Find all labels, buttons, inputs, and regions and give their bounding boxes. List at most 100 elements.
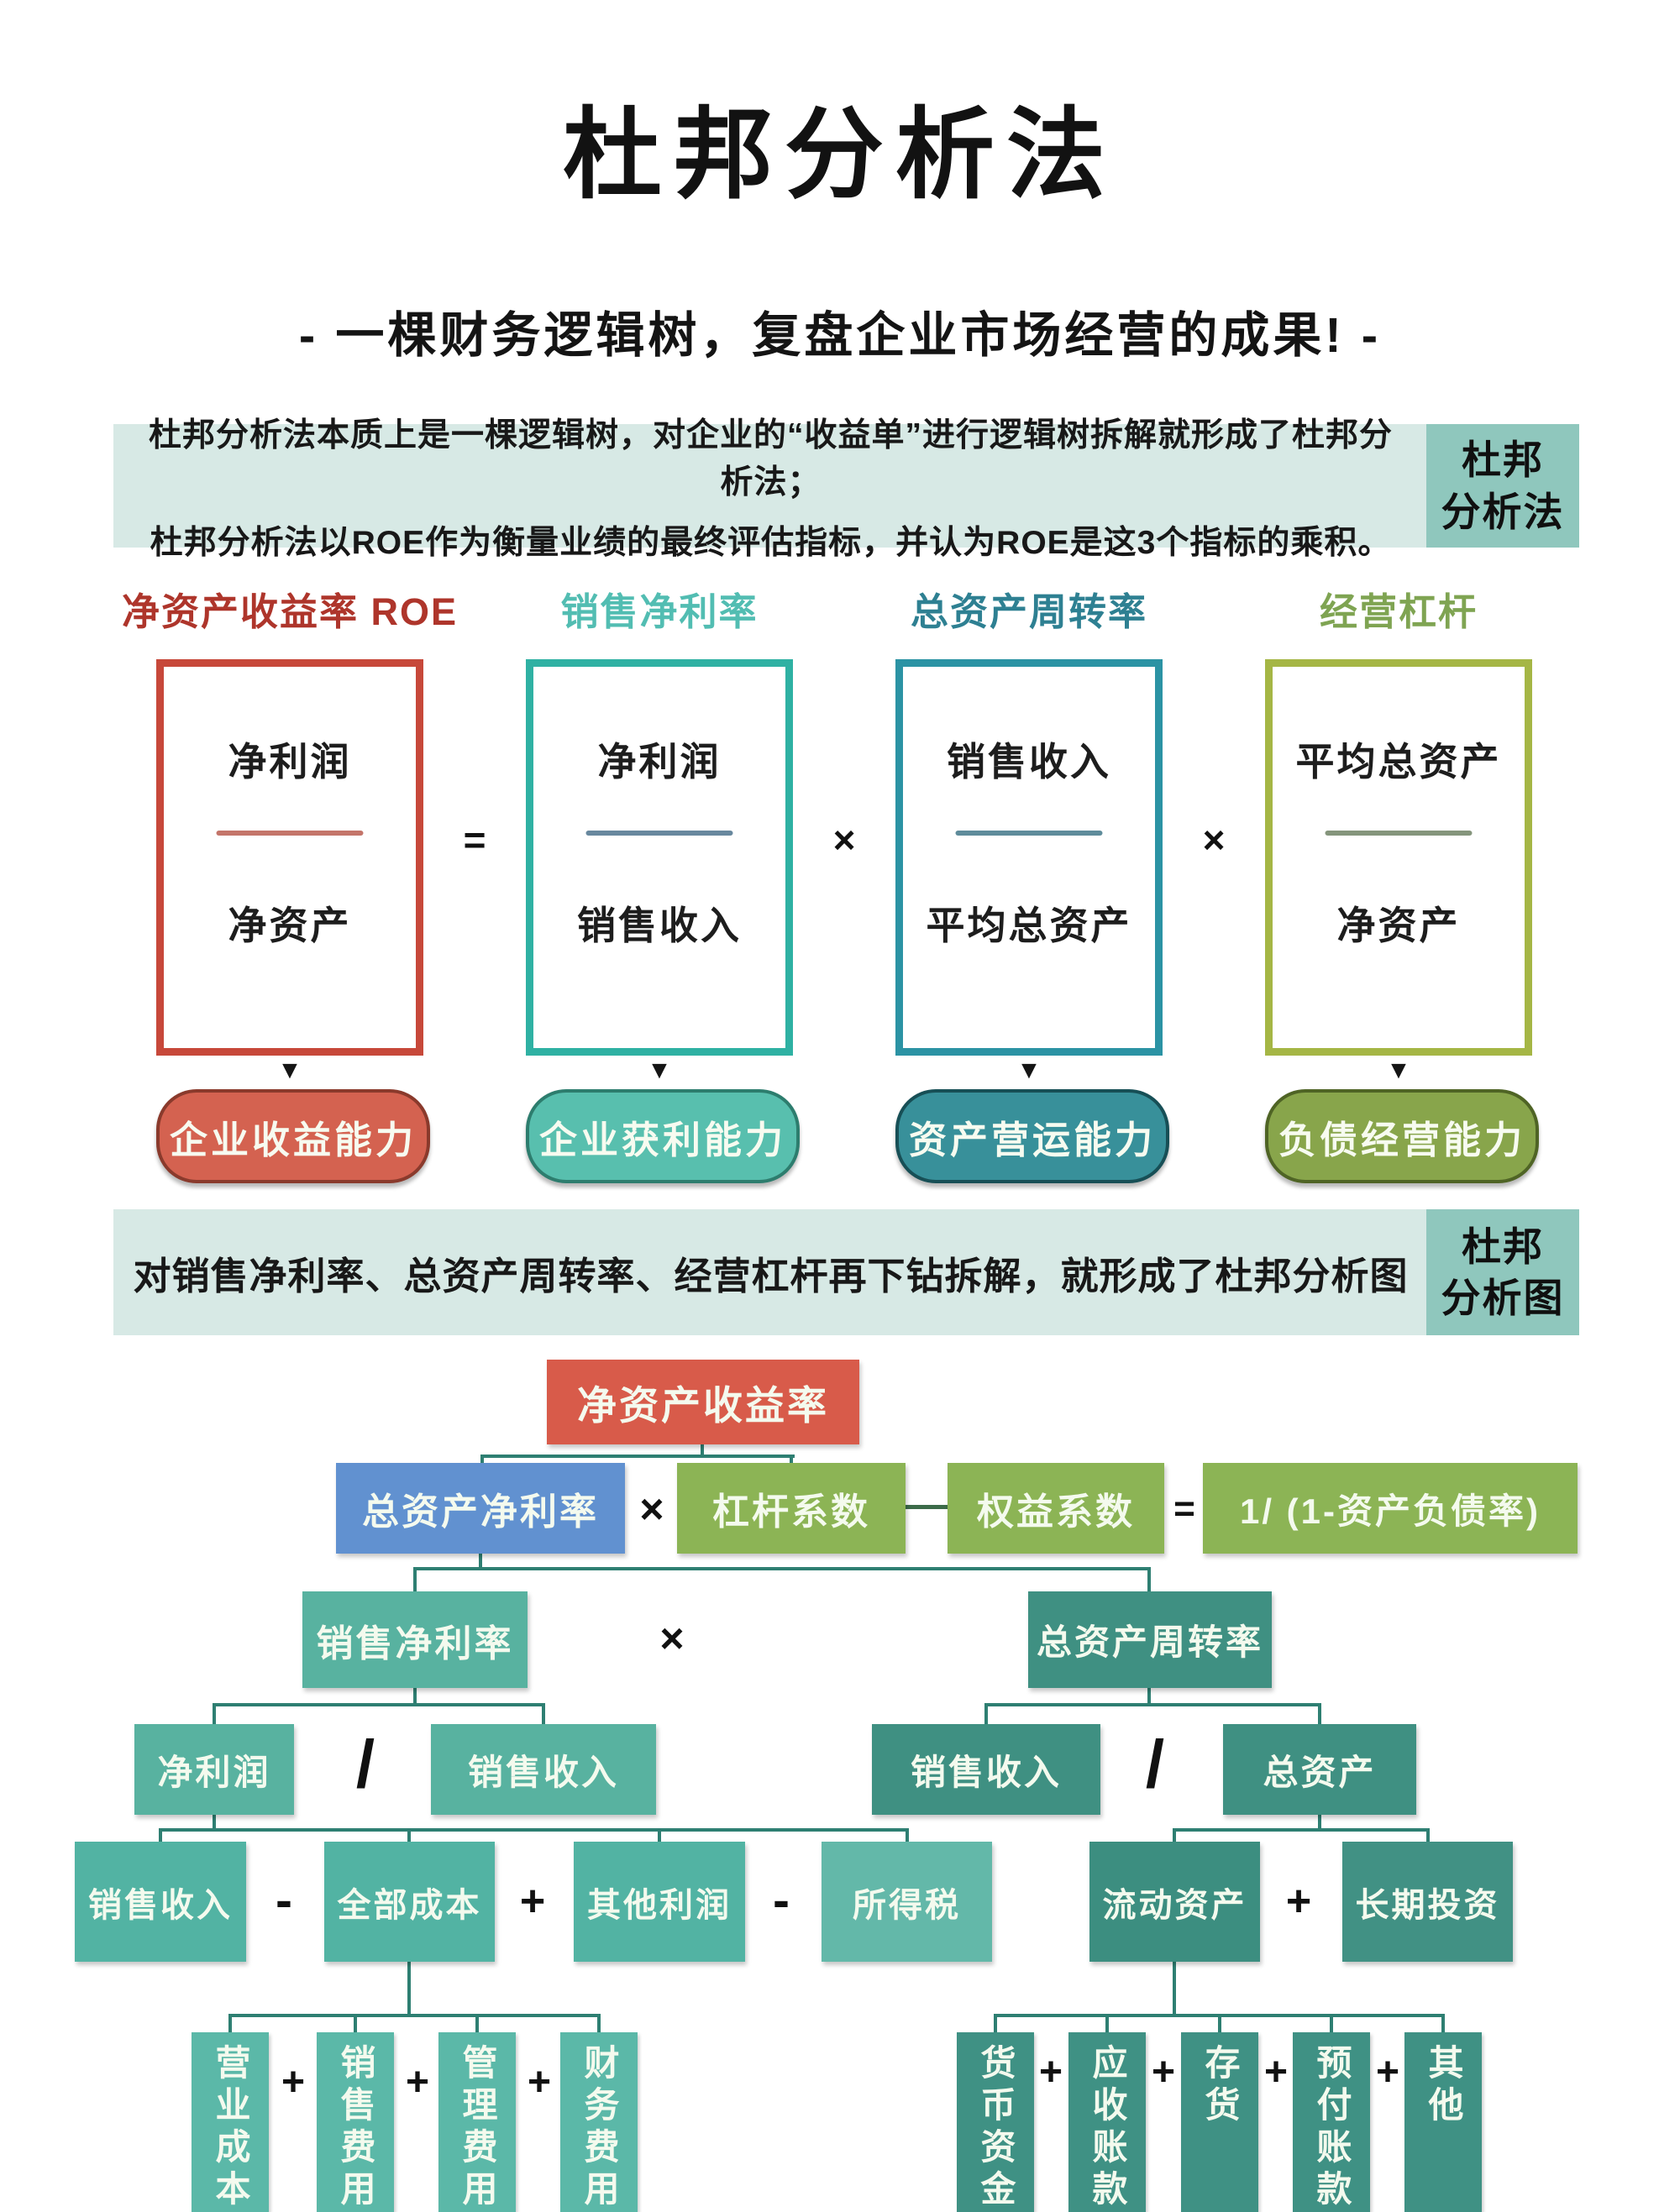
tree-node-other-assets: 其他	[1404, 2032, 1482, 2212]
tree-node-current-assets: 流动资产	[1089, 1842, 1260, 1962]
numerator: 销售收入	[947, 740, 1111, 784]
fraction-divider	[955, 831, 1103, 836]
col-header-turnover: 总资产周转率	[910, 590, 1147, 633]
connector-line	[1173, 1828, 1176, 1842]
chart-banner: 对销售净利率、总资产周转率、经营杠杆再下钻拆解，就形成了杜邦分析图 杜邦 分析图	[113, 1209, 1579, 1335]
connector-line	[701, 1444, 704, 1456]
tab-text-top: 杜邦	[1462, 438, 1544, 483]
connector-line	[480, 1455, 795, 1458]
multiply-operator: ×	[639, 1486, 664, 1533]
tree-node-finance-expense: 财务费用	[560, 2032, 638, 2212]
down-arrow-icon: ▼	[647, 1056, 672, 1084]
connector-line	[658, 1828, 661, 1842]
connector-line	[413, 1567, 1151, 1570]
col-header-leverage: 经营杠杆	[1319, 590, 1478, 633]
equals-operator: =	[463, 818, 486, 862]
tree-node-sales-revenue: 销售收入	[431, 1724, 656, 1815]
col-header-roe: 净资产收益率 ROE	[121, 590, 459, 633]
tree-node-income-tax: 所得税	[822, 1842, 992, 1962]
tree-node-roe: 净资产收益率	[547, 1360, 859, 1444]
tab-text-bottom: 分析图	[1441, 1276, 1565, 1320]
tree-node-asset-turnover: 总资产周转率	[1028, 1591, 1272, 1688]
plus-operator: +	[1375, 2050, 1400, 2094]
page-title: 杜邦分析法	[562, 100, 1117, 211]
connector-line	[480, 1455, 484, 1465]
down-arrow-icon: ▼	[277, 1056, 302, 1084]
tab-text-bottom: 分析法	[1441, 489, 1565, 534]
tree-node-receivables: 应收账款	[1068, 2032, 1146, 2212]
minus-operator: -	[773, 1872, 790, 1928]
connector-line	[213, 1815, 216, 1828]
tree-node-prepayments: 预付账款	[1293, 2032, 1370, 2212]
plus-operator: +	[1151, 2050, 1176, 2094]
connector-line	[228, 2014, 232, 2032]
tree-node-sales-income: 销售收入	[75, 1842, 246, 1962]
numerator: 净利润	[597, 740, 722, 784]
intro-banner: 杜邦分析法本质上是一棵逻辑树，对企业的“收益单”进行逻辑树拆解就形成了杜邦分析法…	[113, 417, 1579, 561]
tree-node-selling-expense: 销售费用	[317, 2032, 394, 2212]
plus-operator: +	[1038, 2050, 1063, 2094]
connector-line	[159, 1828, 162, 1842]
divide-operator: /	[355, 1727, 375, 1801]
pill-profit-ability: 企业获利能力	[526, 1089, 800, 1183]
fraction-divider	[585, 831, 733, 836]
tree-node-inventory: 存货	[1181, 2032, 1258, 2212]
down-arrow-icon: ▼	[1386, 1056, 1411, 1084]
down-arrow-icon: ▼	[1016, 1056, 1042, 1084]
tree-node-admin-expense: 管理费用	[438, 2032, 516, 2212]
connector-line	[479, 1554, 482, 1567]
tree-node-total-asset-net-margin: 总资产净利率	[336, 1463, 625, 1554]
connector-line	[1330, 2014, 1333, 2032]
connector-line	[213, 1703, 545, 1706]
tree-node-net-profit: 净利润	[134, 1724, 294, 1815]
connector-line	[790, 1455, 793, 1465]
denominator: 净资产	[1336, 904, 1461, 948]
connector-line	[213, 1703, 216, 1724]
tree-node-total-cost: 全部成本	[324, 1842, 495, 1962]
connector-line	[542, 1703, 545, 1724]
col-header-net-margin: 销售净利率	[560, 590, 759, 633]
connector-line	[1441, 2014, 1445, 2032]
connector-line	[413, 1567, 417, 1591]
plus-operator: +	[519, 1877, 546, 1926]
pill-earning-ability: 企业收益能力	[156, 1089, 430, 1183]
connector-line	[984, 1703, 988, 1724]
chart-banner-text: 对销售净利率、总资产周转率、经营杠杆再下钻拆解，就形成了杜邦分析图	[113, 1209, 1428, 1335]
connector-line	[413, 1688, 417, 1703]
connector-line	[1147, 1688, 1151, 1703]
fraction-divider	[216, 831, 364, 836]
connector-line	[1147, 1567, 1151, 1591]
denominator: 平均总资产	[926, 904, 1132, 948]
pill-debt-operation: 负债经营能力	[1265, 1089, 1539, 1183]
connector-line	[1173, 1828, 1430, 1832]
plus-operator: +	[1285, 1877, 1312, 1926]
pill-asset-operation: 资产营运能力	[895, 1089, 1169, 1183]
equals-operator: =	[1173, 1488, 1195, 1529]
connector-line	[407, 1962, 411, 2014]
tree-node-cash: 货币资金	[957, 2032, 1034, 2212]
denominator: 销售收入	[577, 904, 742, 948]
tree-node-other-profit: 其他利润	[574, 1842, 745, 1962]
multiply-operator: ×	[1202, 818, 1226, 862]
multiply-operator: ×	[832, 818, 856, 862]
intro-line-1: 杜邦分析法本质上是一棵逻辑树，对企业的“收益单”进行逻辑树拆解就形成了杜邦分析法…	[148, 417, 1393, 501]
intro-banner-text: 杜邦分析法本质上是一棵逻辑树，对企业的“收益单”进行逻辑树拆解就形成了杜邦分析法…	[113, 417, 1428, 561]
numerator: 平均总资产	[1295, 740, 1502, 784]
connector-line	[597, 2014, 601, 2032]
connector-line	[354, 2014, 357, 2032]
numerator: 净利润	[228, 740, 352, 784]
connector-line	[159, 1828, 909, 1832]
connector-line	[984, 1703, 1321, 1706]
tree-node-equity-coefficient: 权益系数	[948, 1463, 1164, 1554]
connector-line	[906, 1828, 909, 1842]
connector-line	[994, 2014, 997, 2032]
intro-line-2: 杜邦分析法以ROE作为衡量业绩的最终评估指标，并认为ROE是这3个指标的乘积。	[150, 524, 1392, 561]
connector-line	[407, 1828, 411, 1842]
connector-line	[906, 1505, 948, 1509]
tab-text-top: 杜邦	[1462, 1224, 1544, 1269]
tree-node-sales-revenue-right: 销售收入	[872, 1724, 1100, 1815]
tree-node-operating-cost: 营业成本	[192, 2032, 269, 2212]
plus-operator: +	[527, 2060, 552, 2105]
tree-node-total-assets: 总资产	[1223, 1724, 1416, 1815]
connector-line	[1426, 1828, 1430, 1842]
